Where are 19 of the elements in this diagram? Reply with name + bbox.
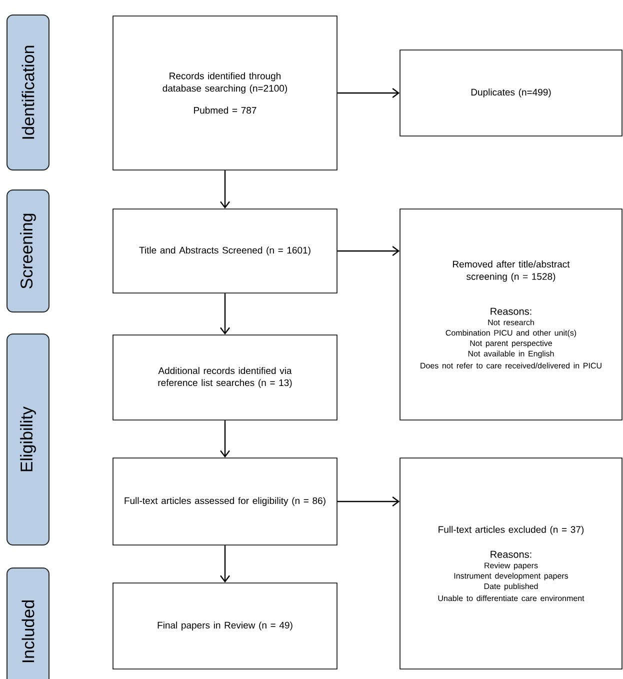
arrow <box>220 420 230 458</box>
stage-tab: Identification <box>6 14 50 170</box>
stage-tab: Included <box>6 568 50 679</box>
process-box: Full-text articles excluded (n = 37) Reasons: Review papers Instrument development papers Date published Unable to differentiate care environment <box>400 458 622 670</box>
arrow <box>337 496 400 506</box>
arrow <box>220 170 230 209</box>
process-box: Removed after title/abstract screening (n = 1528) Reasons: Not research Combination PICU and other unit(s) Not parent perspective Not available in English Does not refer to care received/delivered in PICU <box>400 208 622 420</box>
stage-tab: Screening <box>6 190 50 312</box>
process-box: Records identified through database searching (n=2100) Pubmed = 787 <box>112 16 338 170</box>
arrow <box>220 545 230 583</box>
arrow <box>337 88 400 98</box>
process-box: Title and Abstracts Screened (n = 1601) <box>112 208 338 294</box>
process-box: Full-text articles assessed for eligibility (n = 86) <box>112 458 338 546</box>
arrow <box>220 293 230 335</box>
process-box: Duplicates (n=499) <box>400 50 622 136</box>
stage-tab: Eligibility <box>6 334 50 546</box>
process-box: Final papers in Review (n = 49) <box>112 582 338 670</box>
process-box: Additional records identified via reference list searches (n = 13) <box>112 334 338 420</box>
arrow <box>337 246 400 256</box>
